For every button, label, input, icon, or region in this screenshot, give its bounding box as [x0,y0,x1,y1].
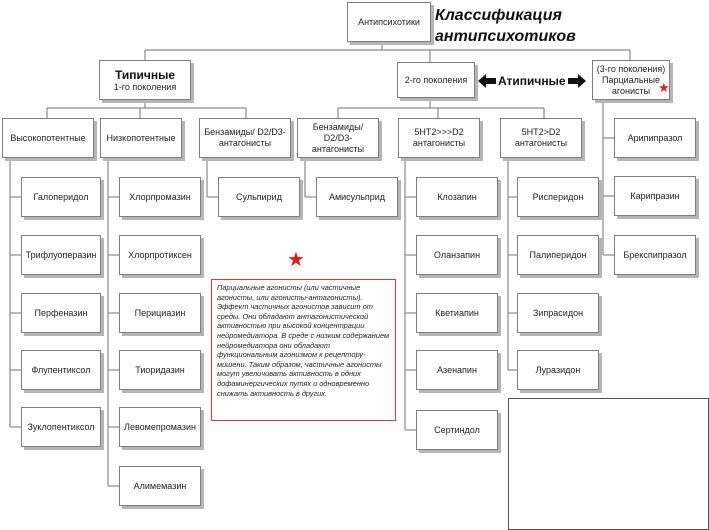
partial-agonists-note: Парциальные агонисты (или частичные агон… [211,279,396,421]
drug-label: Арипипразол [627,132,683,143]
drug-label: Левомепромазин [124,421,196,432]
drug-label: Тиоридазин [135,364,185,375]
atypical-node-label: 2-го поколения [404,74,468,85]
drug-box: Галоперидол [21,177,101,217]
class-high-potency-label: Высокопотентные [10,132,86,143]
left-arrow-icon [478,74,496,88]
diagram-title-line1: Классификация [435,7,562,24]
drug-box: Сертиндол [416,410,498,450]
drug-box: Рисперидон [517,177,599,217]
drug-box: Палиперидон [517,235,599,275]
drug-label: Хлорпротиксен [128,249,192,260]
drug-box: Перициазин [119,293,201,333]
drug-box: Зуклопентиксол [21,407,101,447]
drug-label: Флупентиксол [31,364,91,375]
drug-box: Кветиапин [416,293,498,333]
drug-box: Арипипразол [614,118,696,158]
drug-box: Хлорпромазин [119,177,201,217]
star-icon: ★ [287,249,305,271]
class-5ht2-greater-d2-label: 5HT2>D2 антагонисты [514,127,568,148]
drug-label: Зуклопентиксол [27,421,95,432]
atypical-heading: Атипичные [498,74,566,88]
third-gen-line1: (3-го поколения) [596,63,666,74]
class-low-potency: Низкопотентные [100,118,182,158]
drug-box: Оланзапин [416,235,498,275]
drug-label: Алимемазин [133,480,187,491]
diagram-title: Классификация антипсихотиков [435,5,576,47]
atypical-arrow-label: Атипичные [478,72,586,90]
drug-box: Брекспипразол [614,235,696,275]
drug-label: Палиперидон [529,249,587,260]
typical-node: Типичные 1-го поколения [99,60,191,100]
class-5ht2-greater-d2: 5HT2>D2 антагонисты [500,118,582,158]
star-icon: ★ [658,80,670,95]
drug-label: Хлорпромазин [129,191,191,202]
root-node-label: Антипсихотики [358,16,420,27]
drug-box: Луразидон [517,350,599,390]
drug-box: Амисульприд [316,177,398,217]
class-5ht2-much-greater-d2: 5HT2>>>D2 антагонисты [398,118,480,158]
third-gen-node: (3-го поколения) Парциальные агонисты [592,60,670,100]
drug-box: Перфеназин [21,293,101,333]
drug-label: Перфеназин [34,307,88,318]
class-benzamides-typical-label: Бензамиды/ D2/D3-антагонисты [204,127,286,148]
class-benzamides-typical: Бензамиды/ D2/D3-антагонисты [199,118,291,158]
drug-box: Зипрасидон [517,293,599,333]
empty-box [508,398,709,530]
drug-label: Галоперидол [33,191,89,202]
drug-box: Трифлуоперазин [21,235,101,275]
drug-box: Азенапин [416,350,498,390]
drug-box: Тиоридазин [119,350,201,390]
class-benzamides-atypical: Бензамиды/ D2/D3-антагонисты [297,118,379,158]
class-5ht2-much-greater-d2-label: 5HT2>>>D2 антагонисты [412,127,466,148]
drug-box: Левомепромазин [119,407,201,447]
drug-label: Брекспипразол [623,249,687,260]
root-node: Антипсихотики [347,2,431,42]
class-benzamides-atypical-label: Бензамиды/ D2/D3-антагонисты [311,121,365,154]
drug-box: Карипразин [614,176,696,216]
drug-label: Перициазин [134,307,186,318]
drug-label: Оланзапин [433,249,481,260]
atypical-node: 2-го поколения [397,62,475,98]
drug-label: Зипрасидон [532,307,584,318]
typical-heading: Типичные [114,67,175,82]
drug-box: Сульпирид [218,177,300,217]
drug-label: Карипразин [630,190,680,201]
drug-label: Азенапин [437,364,477,375]
drug-label: Амисульприд [328,191,386,202]
class-high-potency: Высокопотентные [2,118,94,158]
drug-box: Хлорпротиксен [119,235,201,275]
drug-box: Флупентиксол [21,350,101,390]
diagram-title-line2: антипсихотиков [435,28,576,45]
drug-label: Рисперидон [532,191,584,202]
drug-label: Клозапин [437,191,477,202]
drug-box: Клозапин [416,177,498,217]
class-low-potency-label: Низкопотентные [106,132,176,143]
third-gen-line2: Парциальные агонисты [601,74,661,96]
drug-label: Трифлуоперазин [25,249,97,260]
drug-label: Сертиндол [434,424,480,435]
drug-box: Алимемазин [119,466,201,506]
drug-label: Луразидон [535,364,581,375]
drug-label: Сульпирид [236,191,282,202]
right-arrow-icon [567,74,586,88]
typical-subheading: 1-го поколения [113,81,177,92]
drug-label: Кветиапин [435,307,479,318]
